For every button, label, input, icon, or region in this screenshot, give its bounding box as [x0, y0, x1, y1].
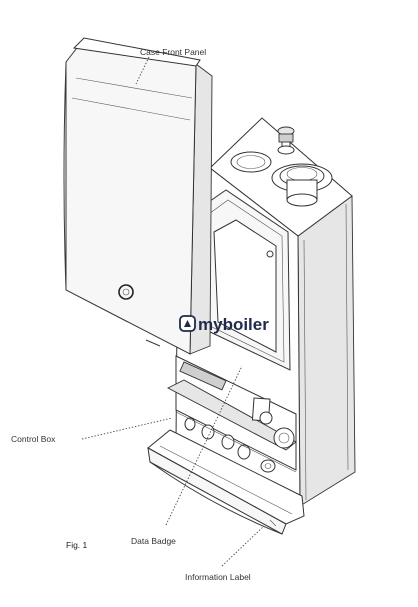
control-box	[167, 355, 297, 473]
flue-assembly	[230, 126, 333, 207]
label-case-front-panel: Case Front Panel	[140, 47, 206, 57]
leader-lines	[81, 56, 265, 567]
information-label-cover	[147, 429, 305, 535]
label-control-box: Control Box	[11, 434, 56, 444]
label-data-badge: Data Badge	[131, 536, 176, 546]
figure-caption: Fig. 1	[66, 540, 88, 550]
flame-house-icon	[179, 315, 196, 332]
case-front-panel	[63, 37, 213, 355]
watermark-brand: myboiler	[198, 315, 269, 334]
label-information-label: Information Label	[185, 572, 251, 582]
myboiler-watermark: myboiler	[179, 315, 269, 334]
